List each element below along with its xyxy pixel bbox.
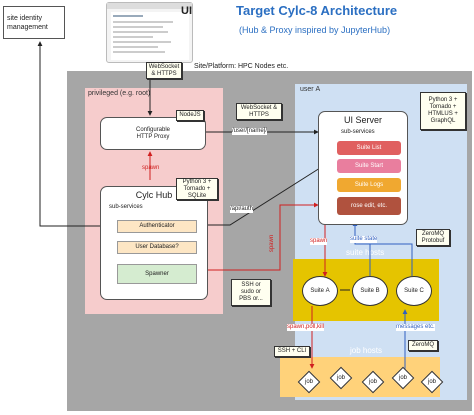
diagram-subtitle: (Hub & Proxy inspired by JupyterHub) — [239, 25, 391, 35]
spawner-label: Spawner — [145, 270, 169, 277]
suite-start-box[interactable]: Suite Start — [337, 159, 401, 173]
suite-c-label: Suite C — [404, 288, 424, 294]
note-zeromq-protobuf: ZeroMQ Protobuf — [416, 229, 450, 246]
suite-c-node[interactable]: Suite C — [396, 276, 432, 306]
ui-server-title: UI Server — [343, 115, 382, 125]
ui-label: UI — [181, 5, 192, 17]
job-label: job — [304, 379, 313, 385]
user-a-label: user A — [300, 86, 321, 93]
http-proxy-box[interactable]: Configurable HTTP Proxy — [100, 117, 206, 150]
cylc-hub-box[interactable]: Cylc Hub sub-services Authenticator User… — [100, 186, 208, 300]
browser-content — [111, 12, 189, 60]
authenticator-label: Authenticator — [139, 223, 175, 229]
authenticator-box[interactable]: Authenticator — [117, 220, 197, 233]
platform-label: Site/Platform: HPC Nodes etc. — [194, 63, 289, 70]
rose-edit-box[interactable]: rose edit, etc. — [337, 197, 401, 215]
note-python-graphql-text: Python 3 + Tornado + HTMLUS + GraphQL — [428, 97, 458, 124]
edge-label-suite-state: suite state — [350, 236, 378, 243]
job-label: job — [398, 375, 407, 381]
note-python-graphql: Python 3 + Tornado + HTMLUS + GraphQL — [420, 92, 466, 130]
ui-server-box[interactable]: UI Server sub-services Suite List Suite … — [318, 111, 408, 225]
note-python-sqlite: Python 3 + Tornado + SQLite — [176, 178, 218, 200]
job-node[interactable]: job — [361, 370, 385, 394]
suite-a-label: Suite A — [310, 288, 330, 294]
suite-b-node[interactable]: Suite B — [352, 276, 388, 306]
suite-logs-label: Suite Logs — [354, 181, 384, 188]
user-database-box[interactable]: User Database? — [117, 241, 197, 254]
suite-start-label: Suite Start — [354, 162, 383, 169]
diagram-title: Target Cylc-8 Architecture — [236, 3, 398, 18]
note-websocket-https-server: WebSocket & HTTPS — [236, 103, 282, 120]
note-nodejs-text: NodeJS — [179, 112, 201, 118]
edge-label-spawn-ui: spawn — [310, 238, 328, 245]
suite-logs-box[interactable]: Suite Logs — [337, 178, 401, 192]
user-database-label: User Database? — [135, 244, 179, 250]
browser-titlebar — [107, 3, 192, 9]
suite-list-label: Suite List — [356, 144, 382, 151]
note-python-sqlite-text: Python 3 + Tornado + SQLite — [182, 178, 212, 199]
note-zeromq-protobuf-text: ZeroMQ Protobuf — [421, 230, 445, 244]
spawner-box[interactable]: Spawner — [117, 264, 197, 284]
note-zeromq-text: ZeroMQ — [411, 342, 434, 348]
job-label: job — [427, 379, 436, 385]
site-identity-box: site identity management — [3, 6, 65, 39]
edge-label-api-auth: /api/auth — [230, 206, 254, 213]
job-node[interactable]: job — [329, 366, 353, 390]
edge-label-spawn-poll-kill: spawn,poll,kill — [287, 324, 325, 331]
suite-b-label: Suite B — [360, 288, 380, 294]
ui-browser-window: UI — [106, 2, 193, 63]
suite-list-box[interactable]: Suite List — [337, 141, 401, 155]
cylc-hub-title: Cylc Hub — [135, 190, 173, 200]
site-identity-label: site identity management — [7, 14, 48, 31]
note-nodejs: NodeJS — [176, 110, 204, 121]
job-node[interactable]: job — [391, 366, 415, 390]
note-ssh-cli: SSH + CLI — [274, 346, 310, 357]
note-ssh-sudo-pbs-text: SSH or sudo or PBS or... — [239, 282, 263, 302]
note-ssh-cli-text: SSH + CLI — [277, 348, 307, 354]
ui-subservices-label: sub-services — [341, 129, 375, 135]
job-label: job — [368, 379, 377, 385]
note-websocket-https-server-text: WebSocket & HTTPS — [240, 104, 278, 118]
http-proxy-label: Configurable HTTP Proxy — [135, 126, 171, 140]
hub-subservices-label: sub-services — [109, 204, 143, 210]
note-zeromq: ZeroMQ — [408, 340, 438, 351]
note-websocket-https-ui-text: WebSocket & HTTPS — [148, 63, 180, 77]
rose-edit-label: rose edit, etc. — [350, 202, 388, 209]
job-node[interactable]: job — [297, 370, 321, 394]
suite-hosts-label: suite hosts — [346, 248, 385, 257]
job-label: job — [336, 375, 345, 381]
edge-label-spawn-proxy: spawn — [142, 165, 160, 171]
job-node[interactable]: job — [420, 370, 444, 394]
job-hosts-label: job hosts — [350, 346, 383, 355]
privileged-label: privileged (e.g. root) — [88, 90, 151, 97]
suite-a-node[interactable]: Suite A — [302, 276, 338, 306]
edge-label-spawn-spawner: spawn — [269, 234, 276, 253]
edge-label-user-name: /user/[name]/ — [232, 128, 268, 135]
note-websocket-https-ui: WebSocket & HTTPS — [146, 62, 182, 79]
edge-label-messages: messages etc. — [396, 324, 435, 331]
note-ssh-sudo-pbs: SSH or sudo or PBS or... — [231, 279, 271, 306]
